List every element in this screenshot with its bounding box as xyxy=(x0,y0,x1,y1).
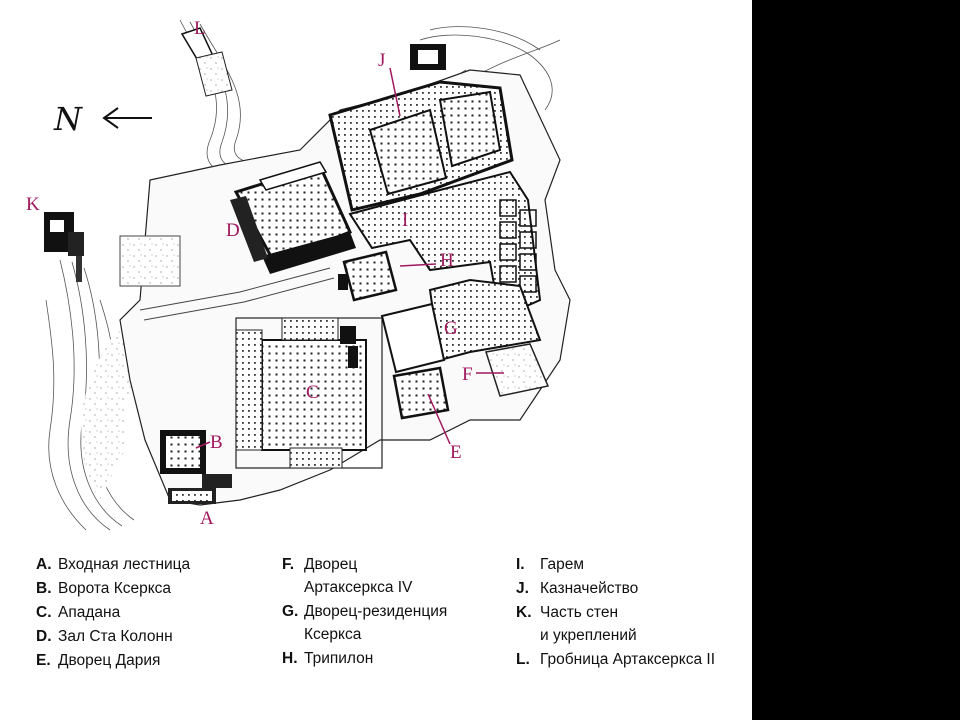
label-h: H xyxy=(440,250,454,271)
terrace-paths xyxy=(119,235,335,321)
label-d: D xyxy=(226,220,240,241)
gate-of-xerxes xyxy=(160,430,206,474)
entrance-stairway xyxy=(168,474,232,504)
label-j: J xyxy=(378,50,385,71)
label-i: I xyxy=(402,210,408,231)
tripylon xyxy=(338,250,398,302)
apadana xyxy=(235,317,383,469)
slide: N L J K D I H G F C E B A A.Входная лест… xyxy=(0,0,752,720)
north-arrow: N xyxy=(53,100,152,138)
fortifications xyxy=(44,212,84,282)
label-l: L xyxy=(194,18,206,39)
tomb-of-artaxerxes xyxy=(180,27,233,97)
label-g: G xyxy=(444,318,458,339)
legend: A.Входная лестница B.Ворота Ксеркса C.Ап… xyxy=(36,556,716,669)
palace-of-xerxes xyxy=(380,278,542,374)
palace-of-artaxerxes xyxy=(485,343,550,397)
label-c: C xyxy=(306,382,319,403)
palace-of-darius xyxy=(392,366,450,420)
north-symbol: N xyxy=(53,100,83,138)
label-a: A xyxy=(200,508,214,529)
label-b: B xyxy=(210,432,223,453)
treasury xyxy=(328,44,514,212)
label-f: F xyxy=(462,364,473,385)
hall-of-hundred-columns xyxy=(230,161,356,274)
label-k: K xyxy=(26,194,40,215)
label-e: E xyxy=(450,442,462,463)
leader-lines xyxy=(195,67,504,449)
site-plan: N L J K D I H G F C E B A xyxy=(26,18,571,531)
